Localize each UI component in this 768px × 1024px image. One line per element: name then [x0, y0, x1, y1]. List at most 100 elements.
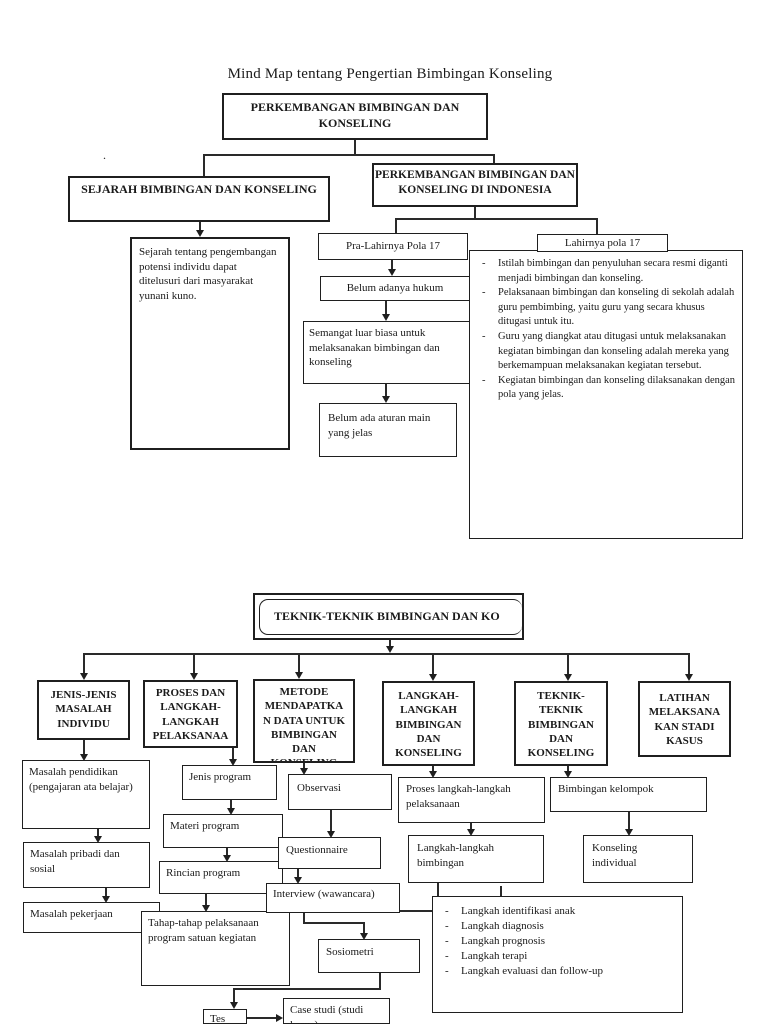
- connector-line: [230, 800, 232, 809]
- list-item: Guru yang diangkat atau ditugasi untuk m…: [476, 330, 736, 374]
- langkah-steps-list: Langkah identifikasi anak Langkah diagno…: [439, 904, 676, 979]
- connector-line: [385, 301, 387, 315]
- connector-line: [83, 653, 690, 655]
- node-langkah-bimbingan: Langkah-langkah bimbingan: [408, 835, 544, 883]
- page-title: Mind Map tentang Pengertian Bimbingan Ko…: [227, 66, 553, 82]
- list-item: Pelaksanaan bimbingan dan konseling di s…: [476, 286, 736, 330]
- node-latihan-stadi-kasus: LATIHAN MELAKSANA KAN STADI KASUS: [638, 681, 731, 757]
- list-item: Langkah identifikasi anak: [439, 904, 676, 919]
- node-perkembangan-indonesia: PERKEMBANGAN BIMBINGAN DAN KONSELING DI …: [372, 163, 578, 207]
- arrowhead-down-icon: [429, 771, 437, 778]
- node-interview: Interview (wawancara): [266, 883, 400, 913]
- connector-line: [203, 154, 495, 156]
- connector-line: [400, 910, 432, 912]
- node-case-studi: Case studi (studi kasus): [283, 998, 390, 1024]
- arrowhead-down-icon: [327, 831, 335, 838]
- arrowhead-down-icon: [685, 674, 693, 681]
- node-materi-program: Materi program: [163, 814, 283, 848]
- node-questionnaire: Questionnaire: [278, 837, 381, 869]
- connector-line: [596, 218, 598, 234]
- connector-line: [389, 640, 391, 647]
- lahirnya-detail-list: Istilah bimbingan dan penyuluhan secara …: [476, 257, 736, 403]
- arrowhead-down-icon: [564, 771, 572, 778]
- connector-line: [303, 913, 305, 922]
- arrowhead-down-icon: [382, 314, 390, 321]
- connector-line: [247, 1017, 277, 1019]
- node-masalah-pribadi: Masalah pribadi dan sosial: [23, 842, 150, 888]
- connector-line: [567, 766, 569, 772]
- arrowhead-down-icon: [625, 829, 633, 836]
- node-konseling-individual: Konseling individual: [583, 835, 693, 883]
- arrowhead-down-icon: [230, 1002, 238, 1009]
- arrowhead-down-icon: [386, 646, 394, 653]
- arrowhead-down-icon: [223, 855, 231, 862]
- arrowhead-down-icon: [295, 672, 303, 679]
- arrowhead-down-icon: [190, 673, 198, 680]
- node-teknik-teknik-bk: TEKNIK- TEKNIK BIMBINGAN DAN KONSELING: [514, 681, 608, 766]
- connector-line: [298, 653, 300, 673]
- node-tahap-tahap-pelaksanaan: Tahap-tahap pelaksanaan program satuan k…: [141, 911, 290, 986]
- arrowhead-down-icon: [196, 230, 204, 237]
- node-belum-ada-aturan: Belum ada aturan main yang jelas: [319, 403, 457, 457]
- connector-line: [385, 384, 387, 397]
- arrowhead-down-icon: [94, 836, 102, 843]
- node-observasi: Observasi: [288, 774, 392, 810]
- arrowhead-down-icon: [382, 396, 390, 403]
- connector-line: [474, 207, 476, 218]
- arrowhead-down-icon: [360, 933, 368, 940]
- list-item: Langkah prognosis: [439, 934, 676, 949]
- connector-line: [432, 653, 434, 675]
- node-metode-mendapatkan-data: METODE MENDAPATKA N DATA UNTUK BIMBINGAN…: [253, 679, 355, 763]
- arrowhead-down-icon: [227, 808, 235, 815]
- node-teknik-root-outer: TEKNIK-TEKNIK BIMBINGAN DAN KO: [253, 593, 524, 640]
- connector-line: [233, 988, 381, 990]
- connector-line: [470, 823, 472, 830]
- node-sejarah-note: Sejarah tentang pengembangan potensi ind…: [130, 237, 290, 450]
- arrowhead-down-icon: [564, 674, 572, 681]
- connector-line: [567, 653, 569, 675]
- node-rincian-program: Rincian program: [159, 861, 283, 894]
- node-teknik-root-title: TEKNIK-TEKNIK BIMBINGAN DAN KO: [274, 609, 500, 623]
- connector-line: [628, 812, 630, 830]
- node-proses-langkah-pelaksanaan: PROSES DAN LANGKAH- LANGKAH PELAKSANAA N…: [143, 680, 238, 748]
- connector-line: [303, 922, 365, 924]
- connector-line: [97, 829, 99, 837]
- node-langkah-langkah-bk: LANGKAH- LANGKAH BIMBINGAN DAN KONSELING: [382, 681, 475, 766]
- connector-line: [379, 973, 381, 988]
- arrowhead-right-icon: [276, 1014, 283, 1022]
- list-item: Istilah bimbingan dan penyuluhan secara …: [476, 257, 736, 286]
- connector-line: [199, 222, 201, 231]
- arrowhead-down-icon: [102, 896, 110, 903]
- arrowhead-down-icon: [388, 269, 396, 276]
- node-jenis-jenis-masalah: JENIS-JENIS MASALAH INDIVIDU: [37, 680, 130, 740]
- connector-line: [688, 653, 690, 675]
- node-lahirnya-pola-17: Lahirnya pola 17: [537, 234, 668, 252]
- arrowhead-down-icon: [80, 673, 88, 680]
- list-item: Langkah terapi: [439, 949, 676, 964]
- connector-line: [437, 883, 439, 896]
- node-proses-pelaksanaan: Proses langkah-langkah pelaksanaan: [398, 777, 545, 823]
- connector-line: [303, 763, 305, 769]
- connector-line: [233, 988, 235, 1003]
- node-lahirnya-detail-box: Istilah bimbingan dan penyuluhan secara …: [469, 250, 743, 539]
- node-jenis-program: Jenis program: [182, 765, 277, 800]
- connector-line: [391, 260, 393, 270]
- list-item: Langkah evaluasi dan follow-up: [439, 964, 676, 979]
- node-tes: Tes: [203, 1009, 247, 1024]
- connector-line: [83, 653, 85, 674]
- arrowhead-down-icon: [80, 754, 88, 761]
- node-perkembangan-root: PERKEMBANGAN BIMBINGAN DAN KONSELING: [222, 93, 488, 140]
- node-langkah-steps-box: Langkah identifikasi anak Langkah diagno…: [432, 896, 683, 1013]
- arrowhead-down-icon: [202, 905, 210, 912]
- connector-line: [105, 888, 107, 897]
- arrowhead-down-icon: [294, 877, 302, 884]
- connector-line: [232, 748, 234, 760]
- arrowhead-down-icon: [229, 759, 237, 766]
- node-belum-adanya-hukum: Belum adanya hukum: [320, 276, 470, 301]
- node-pra-lahirnya-pola-17: Pra-Lahirnya Pola 17: [318, 233, 468, 260]
- connector-line: [354, 140, 356, 154]
- node-bimbingan-kelompok: Bimbingan kelompok: [550, 777, 707, 812]
- connector-line: [193, 653, 195, 674]
- connector-line: [297, 869, 299, 878]
